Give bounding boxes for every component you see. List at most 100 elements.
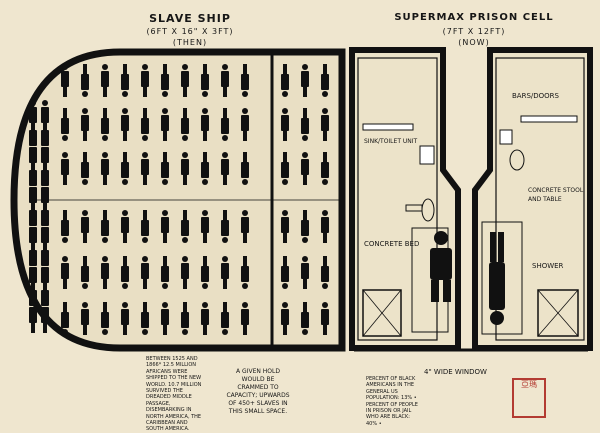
captive-figure bbox=[61, 210, 69, 243]
captive-figure bbox=[29, 300, 37, 333]
captive-figure bbox=[281, 210, 289, 243]
captive-figure bbox=[181, 108, 189, 141]
shower-right bbox=[537, 289, 579, 337]
captive-figure bbox=[121, 152, 129, 185]
captive-figure bbox=[61, 108, 69, 141]
captive-figure bbox=[141, 152, 149, 185]
captive-figure bbox=[321, 256, 329, 289]
captive-figure bbox=[81, 256, 89, 289]
stool-right bbox=[509, 149, 525, 171]
captive-figure bbox=[241, 302, 249, 335]
captive-figure bbox=[201, 210, 209, 243]
captive-figure bbox=[281, 302, 289, 335]
note-history: BETWEEN 1525 AND 1866* 12.5 MILLION AFRI… bbox=[146, 356, 202, 433]
ship-era: (THEN) bbox=[172, 38, 208, 47]
captive-figure bbox=[161, 108, 169, 141]
label-bars: BARS/DOORS bbox=[512, 92, 559, 100]
captive-figure bbox=[221, 210, 229, 243]
captive-figure bbox=[121, 64, 129, 97]
captive-figure bbox=[301, 256, 309, 289]
captive-figure bbox=[81, 108, 89, 141]
captive-figure bbox=[301, 210, 309, 243]
captive-figure bbox=[81, 210, 89, 243]
captive-figure bbox=[281, 256, 289, 289]
captive-figure bbox=[141, 108, 149, 141]
prisoner-lying bbox=[489, 232, 505, 325]
captive-figure bbox=[321, 302, 329, 335]
captive-figure bbox=[281, 152, 289, 185]
captive-figure bbox=[141, 210, 149, 243]
captive-figure bbox=[241, 210, 249, 243]
captive-figure bbox=[161, 64, 169, 97]
captive-figure bbox=[81, 152, 89, 185]
captive-figure bbox=[221, 302, 229, 335]
captive-figure bbox=[121, 256, 129, 289]
captive-figure bbox=[141, 64, 149, 97]
cell-title: SUPERMAX PRISON CELL bbox=[394, 12, 554, 23]
captive-figure bbox=[141, 302, 149, 335]
captive-figure bbox=[121, 108, 129, 141]
prison-cell-left bbox=[349, 47, 461, 351]
captive-figure bbox=[81, 302, 89, 335]
captive-figure bbox=[201, 256, 209, 289]
captive-figure bbox=[41, 300, 49, 333]
captive-figure bbox=[221, 256, 229, 289]
bars-right bbox=[520, 115, 578, 123]
captive-figure bbox=[121, 210, 129, 243]
captive-figure bbox=[281, 64, 289, 97]
label-sink: SINK/TOILET UNIT bbox=[364, 138, 418, 145]
captive-figure bbox=[61, 302, 69, 335]
captive-figure bbox=[101, 152, 109, 185]
captive-figure bbox=[181, 152, 189, 185]
captive-figure bbox=[281, 108, 289, 141]
shower-left bbox=[362, 289, 402, 337]
artist-stamp: 亞瑪 bbox=[512, 378, 546, 418]
label-window: 4" WIDE WINDOW bbox=[424, 368, 487, 376]
captive-figure bbox=[141, 256, 149, 289]
cell-era: (NOW) bbox=[458, 38, 490, 47]
stamp-text: 亞瑪 bbox=[521, 380, 537, 389]
captive-figure bbox=[161, 210, 169, 243]
bars-left bbox=[362, 123, 414, 131]
captive-figure bbox=[101, 256, 109, 289]
captive-figure bbox=[201, 302, 209, 335]
captive-figure bbox=[201, 108, 209, 141]
captive-figure bbox=[321, 64, 329, 97]
captive-figure bbox=[241, 152, 249, 185]
captive-figure bbox=[221, 64, 229, 97]
captive-figure bbox=[81, 64, 89, 97]
captive-figure bbox=[181, 256, 189, 289]
captive-figure bbox=[181, 302, 189, 335]
captive-figure bbox=[101, 302, 109, 335]
captive-figure bbox=[61, 64, 69, 97]
captive-figure bbox=[61, 256, 69, 289]
label-shower: SHOWER bbox=[532, 262, 564, 270]
note-capacity: A GIVEN HOLD WOULD BE CRAMMED TO CAPACIT… bbox=[226, 368, 290, 415]
prisoner-standing bbox=[430, 231, 452, 302]
captive-figure bbox=[161, 256, 169, 289]
captive-figure bbox=[301, 108, 309, 141]
note-stats: PERCENT OF BLACK AMERICANS IN THE GENERA… bbox=[366, 376, 418, 427]
sink-left bbox=[419, 145, 435, 165]
sink-right bbox=[499, 129, 513, 145]
captive-figure bbox=[321, 210, 329, 243]
captive-figure bbox=[161, 152, 169, 185]
ship-title: SLAVE SHIP bbox=[149, 12, 231, 25]
captive-figure bbox=[301, 64, 309, 97]
captive-figure bbox=[241, 256, 249, 289]
captive-figure bbox=[61, 152, 69, 185]
captive-figure bbox=[161, 302, 169, 335]
cell-dimensions: (7FT X 12FT) bbox=[442, 27, 506, 36]
captive-figure bbox=[241, 64, 249, 97]
captive-figure bbox=[201, 64, 209, 97]
captive-figure bbox=[181, 64, 189, 97]
label-bed: CONCRETE BED bbox=[364, 240, 420, 248]
captive-figure bbox=[101, 108, 109, 141]
captive-figure bbox=[101, 64, 109, 97]
captive-figure bbox=[221, 108, 229, 141]
captive-figure bbox=[241, 108, 249, 141]
label-stool: CONCRETE STOOL AND TABLE bbox=[528, 187, 584, 203]
captive-figure bbox=[321, 108, 329, 141]
captive-figure bbox=[301, 152, 309, 185]
